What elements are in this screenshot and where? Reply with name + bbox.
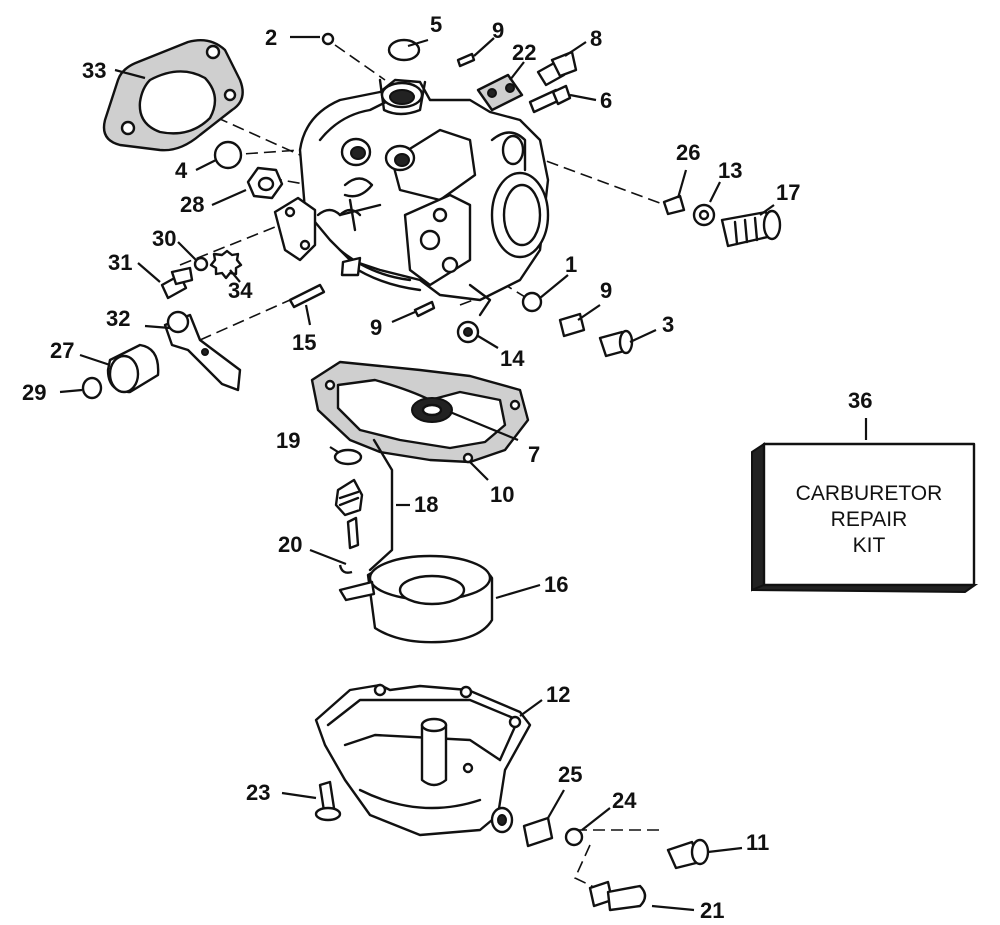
- bottom-screws: [314, 780, 710, 912]
- leader-lines: [59, 35, 868, 912]
- callout-23: 22: [512, 40, 536, 65]
- callout-32: 31: [108, 250, 132, 275]
- callout-26: 25: [558, 762, 582, 787]
- callout-8: 8: [590, 26, 602, 51]
- washer-14: [692, 203, 716, 227]
- callout-18: 17: [776, 180, 800, 205]
- callout-30: 29: [22, 380, 46, 405]
- jet-26: [522, 816, 554, 848]
- callout-11: 10: [490, 482, 514, 507]
- washer-25: [564, 827, 584, 847]
- callout-7: 7: [528, 442, 540, 467]
- ball-2: [321, 32, 335, 46]
- callout-31: 30: [152, 226, 176, 251]
- gasket-20: [333, 448, 363, 466]
- callout-27: 26: [676, 140, 700, 165]
- screw-27: [662, 194, 686, 216]
- callout-35: 34: [228, 278, 253, 303]
- linkage-parts: [81, 196, 362, 400]
- oring-1: [521, 291, 543, 313]
- callout-14: 13: [718, 158, 742, 183]
- plug-4: [213, 140, 243, 170]
- float-needle-parts: [333, 438, 494, 644]
- callout-3: 3: [662, 312, 674, 337]
- screw-16: [288, 283, 326, 309]
- callout-29: 28: [180, 192, 204, 217]
- callout-5: 5: [430, 12, 442, 37]
- kit-line-2: REPAIR: [831, 508, 908, 531]
- repair-kit-box: CARBURETOR REPAIR KIT: [751, 442, 979, 594]
- nut-29: [246, 166, 284, 200]
- float-bowl-13: [314, 683, 532, 837]
- callout-21: 20: [278, 532, 302, 557]
- kit-line-1: CARBURETOR: [796, 482, 943, 505]
- callout-10: 9: [600, 278, 612, 303]
- float-pin-19: [368, 438, 394, 572]
- callout-4: 4: [175, 158, 188, 183]
- callout-28: 27: [50, 338, 74, 363]
- plate-23: [476, 73, 524, 112]
- washer-31: [193, 256, 209, 272]
- callout-25: 24: [612, 788, 637, 813]
- oring-30: [81, 376, 103, 400]
- right-side-screws: [413, 194, 782, 358]
- callout-17: 16: [544, 572, 568, 597]
- callout-15: 14: [500, 346, 525, 371]
- flange-gasket: [102, 39, 244, 152]
- callout-16: 15: [292, 330, 316, 355]
- callout-9-top: 9: [492, 18, 504, 43]
- pin-9-top: [456, 52, 476, 68]
- callout-22: 21: [700, 898, 724, 923]
- needle-seat: [334, 478, 364, 517]
- screw-24: [318, 780, 336, 813]
- callout-33: 32: [106, 306, 130, 331]
- needle-21: [346, 516, 360, 550]
- callout-1: 1: [565, 252, 577, 277]
- carburetor-body: [298, 78, 550, 317]
- callout-20: 19: [276, 428, 300, 453]
- callout-labels: 2 5 9 22 8 6 33 4 28 26 13 17 30 31 34 1…: [22, 12, 872, 923]
- callout-34: 33: [82, 58, 106, 83]
- callout-12: 11: [746, 830, 769, 855]
- star-washer-35: [209, 249, 243, 280]
- callout-24: 23: [246, 780, 270, 805]
- callout-6: 6: [600, 88, 612, 113]
- bowl-gasket: [310, 360, 530, 464]
- choke-lever: [273, 196, 317, 262]
- callout-36: 36: [848, 388, 872, 413]
- callout-2: 2: [265, 25, 277, 50]
- callout-13: 12: [546, 682, 570, 707]
- kit-line-3: KIT: [853, 534, 886, 557]
- top-parts: [213, 32, 578, 200]
- callout-19: 18: [414, 492, 438, 517]
- callout-9-mid: 9: [370, 315, 382, 340]
- pin-9-mid: [413, 300, 436, 318]
